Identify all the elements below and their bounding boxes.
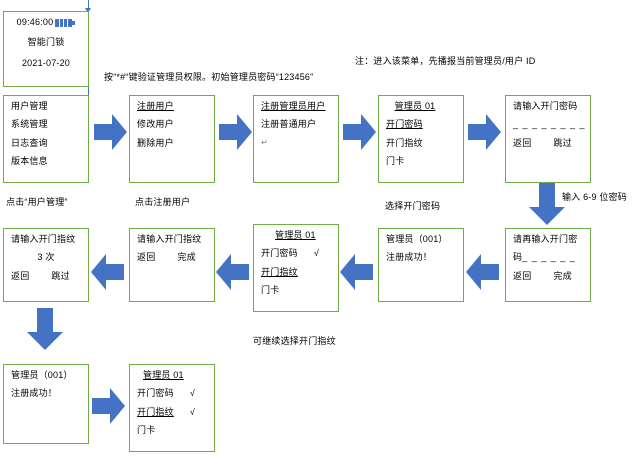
menu-item-door-password[interactable]: 开门密码: [386, 119, 423, 130]
finish-button[interactable]: 完成: [177, 252, 196, 263]
enter-fingerprint-3-prompt: 请输入开门指纹: [11, 234, 76, 244]
enter-password-prompt: 请输入开门密码: [513, 101, 578, 111]
arrow-left-4: [91, 252, 124, 292]
enter-fingerprint-3-times-screen[interactable]: 请输入开门指纹 3 次 返回 跳过: [3, 228, 89, 302]
connector-arrow-top: [85, 8, 91, 13]
menu-item-register-normal[interactable]: 注册普通用户: [261, 119, 317, 130]
register-user-screen[interactable]: 注册管理员用户 注册普通用户 ↵: [253, 95, 339, 183]
menu-item-register-user[interactable]: 注册用户: [137, 101, 174, 111]
password-input-field[interactable]: _ _ _ _ _ _ _ _: [513, 119, 586, 130]
menu-item-delete-user[interactable]: 删除用户: [137, 137, 174, 148]
standby-time-row: 09:46:00: [11, 17, 81, 27]
arrow-right-5: [92, 386, 125, 426]
back-button[interactable]: 返回: [11, 270, 30, 281]
note-admin-auth: 按“*#“键验证管理员权限。初始管理员密码“123456”: [104, 72, 314, 82]
caption-click-user-management: 点击“用户管理”: [6, 197, 68, 207]
menu-item-door-card[interactable]: 门卡: [137, 425, 156, 436]
check-icon: √: [189, 388, 195, 399]
arrow-left-1: [466, 252, 499, 292]
register-success-screen-1[interactable]: 管理员（001） 注册成功！: [378, 228, 464, 302]
menu-item-modify-user[interactable]: 修改用户: [137, 119, 174, 130]
skip-button[interactable]: 跳过: [51, 270, 70, 281]
register-success-2-line2: 注册成功！: [11, 388, 58, 399]
enter-fingerprint-prompt: 请输入开门指纹: [137, 234, 202, 244]
finish-button[interactable]: 完成: [553, 270, 572, 281]
menu-item-door-fingerprint[interactable]: 开门指纹√: [137, 406, 195, 417]
arrow-right-4: [468, 112, 501, 152]
enter-fingerprint-3-count: 3 次: [37, 252, 55, 263]
pilcrow-mark: ↵: [261, 137, 268, 147]
note-menu-id: 注：进入该菜单，先播报当前管理员/用户 ID: [355, 56, 536, 66]
menu-item-door-card[interactable]: 门卡: [261, 285, 280, 296]
admin-01-menu-both-checked-screen[interactable]: 管理员 01 开门密码√ 开门指纹√ 门卡: [129, 364, 215, 452]
caption-continue-fingerprint: 可继续选择开门指纹: [253, 336, 336, 346]
menu-item-door-fingerprint[interactable]: 开门指纹: [261, 266, 298, 277]
caption-click-register-user: 点击注册用户: [135, 197, 191, 207]
register-success-1-line1: 管理员（001）: [386, 234, 448, 244]
back-button[interactable]: 返回: [513, 137, 532, 148]
caption-select-open-password: 选择开门密码: [385, 201, 441, 211]
enter-fingerprint-3-buttons: 返回 跳过: [11, 270, 81, 281]
menu-item-door-password[interactable]: 开门密码√: [137, 388, 195, 399]
arrow-down-2: [25, 308, 65, 350]
arrow-down-1: [527, 183, 567, 225]
menu-item[interactable]: 版本信息: [11, 156, 48, 167]
standby-date: 2021-07-20: [21, 57, 71, 68]
arrow-left-2: [340, 252, 373, 292]
menu-item-door-fingerprint[interactable]: 开门指纹: [386, 137, 423, 148]
admin-01-header: 管理员 01: [143, 370, 184, 380]
arrow-right-3: [343, 112, 376, 152]
admin-01-header: 管理员 01: [394, 101, 436, 111]
arrow-right-1: [94, 112, 127, 152]
user-management-screen[interactable]: 注册用户 修改用户 删除用户: [129, 95, 215, 183]
caption-input-6-9-digits: 输入 6-9 位密码: [562, 192, 628, 202]
menu-item-door-card[interactable]: 门卡: [386, 156, 405, 167]
arrow-left-3: [216, 252, 249, 292]
admin-01-header: 管理员 01: [275, 230, 316, 240]
enter-door-password-screen[interactable]: 请输入开门密码 _ _ _ _ _ _ _ _ 返回 跳过: [505, 95, 591, 183]
arrow-right-2: [219, 112, 252, 152]
back-button[interactable]: 返回: [137, 252, 156, 263]
connector-line-standby-menu: [88, 87, 89, 102]
register-success-1-line2: 注册成功！: [386, 252, 433, 263]
enter-password-buttons: 返回 跳过: [513, 137, 583, 148]
confirm-door-password-screen[interactable]: 请再输入开门密 码_ _ _ _ _ _ 返回 完成: [505, 228, 591, 302]
register-success-screen-2[interactable]: 管理员（001） 注册成功！: [3, 364, 89, 444]
main-menu-screen[interactable]: 用户管理 系统管理 日志查询 版本信息: [3, 95, 89, 183]
admin-01-menu-screen[interactable]: 管理员 01 开门密码 开门指纹 门卡: [378, 95, 464, 183]
enter-fingerprint-buttons: 返回 完成: [137, 253, 207, 262]
menu-item[interactable]: 系统管理: [11, 119, 48, 130]
standby-title: 智能门锁: [27, 37, 65, 48]
confirm-password-input-field[interactable]: 码_ _ _ _ _ _: [513, 252, 576, 263]
standby-screen[interactable]: 09:46:00 智能门锁 2021-07-20: [3, 11, 89, 87]
register-success-2-line1: 管理员（001）: [11, 370, 73, 380]
menu-item[interactable]: 用户管理: [11, 101, 48, 111]
confirm-password-prompt: 请再输入开门密: [513, 234, 578, 244]
standby-time: 09:46:00: [16, 17, 54, 27]
check-icon: √: [313, 248, 319, 259]
back-button[interactable]: 返回: [513, 270, 532, 281]
connector-line-top: [88, 0, 89, 9]
admin-01-menu-password-checked-screen[interactable]: 管理员 01 开门密码√ 开门指纹 门卡: [253, 224, 339, 312]
menu-item[interactable]: 日志查询: [11, 137, 48, 148]
menu-item-register-admin[interactable]: 注册管理员用户: [261, 101, 326, 111]
enter-fingerprint-screen[interactable]: 请输入开门指纹 返回 完成: [129, 228, 215, 302]
check-icon: √: [189, 406, 195, 417]
confirm-password-buttons: 返回 完成: [513, 270, 583, 281]
battery-icon: [55, 18, 76, 27]
menu-item-door-password[interactable]: 开门密码√: [261, 248, 319, 259]
skip-button[interactable]: 跳过: [553, 137, 572, 148]
